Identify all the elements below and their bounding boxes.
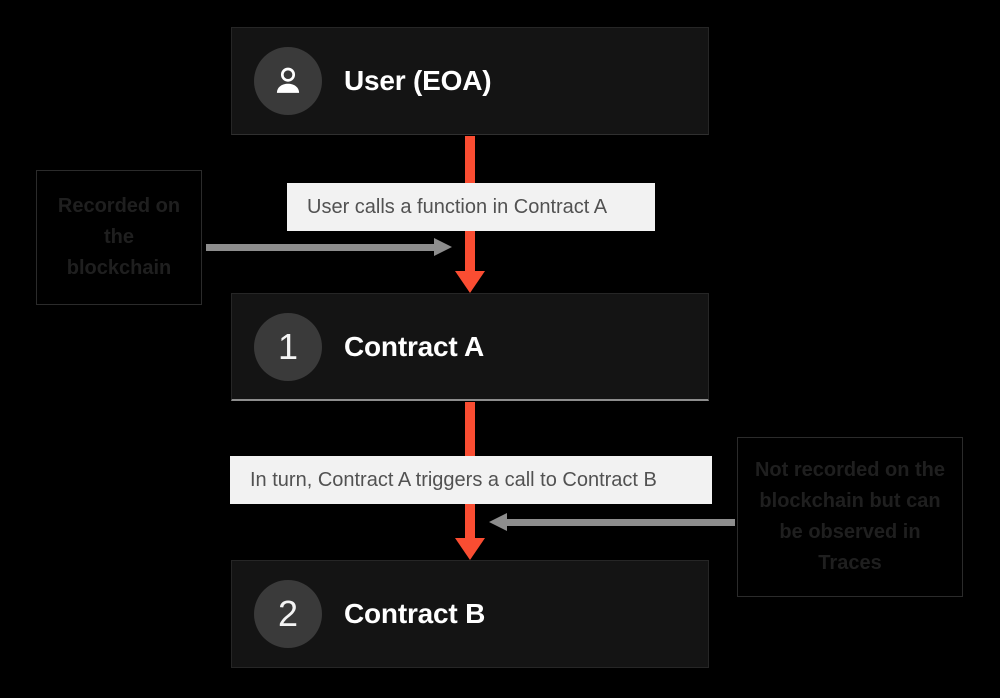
arrowhead-right-icon (434, 238, 452, 256)
node-contract-b[interactable]: 2 Contract B (231, 560, 709, 668)
step-number-badge-2: 2 (254, 580, 322, 648)
node-contract-a-label: Contract A (344, 330, 485, 362)
flow-arrow-contract-a-to-message-2 (455, 402, 485, 456)
message-2-text: In turn, Contract A triggers a call to C… (250, 468, 657, 491)
arrow-shaft (465, 136, 475, 183)
node-contract-b-label: Contract B (344, 598, 486, 629)
arrow-shaft (465, 231, 475, 271)
flow-arrow-message-1-to-contract-a (455, 231, 485, 293)
callout-right-text: Not recorded on the blockchain but can b… (754, 459, 945, 574)
step-number-badge-1: 1 (254, 312, 322, 381)
annotation-arrow-left-icon (489, 513, 735, 531)
flow-arrow-message-2-to-contract-b (455, 504, 485, 560)
callout-left-text: Recorded on the blockchain (57, 195, 181, 279)
arrow-shaft (206, 244, 436, 251)
arrowhead-down-icon (455, 538, 485, 560)
annotation-arrow-right-icon (206, 238, 452, 256)
user-icon (254, 47, 322, 115)
node-contract-a[interactable]: 1 Contract A (231, 293, 709, 401)
arrow-shaft (465, 504, 475, 538)
flow-arrow-user-to-message-1 (455, 136, 485, 183)
arrow-shaft (505, 519, 735, 526)
callout-recorded-on-blockchain: Recorded on the blockchain (36, 170, 202, 305)
message-box-2: In turn, Contract A triggers a call to C… (230, 456, 712, 504)
arrowhead-left-icon (489, 513, 507, 531)
message-box-1: User calls a function in Contract A (287, 183, 655, 231)
message-1-text: User calls a function in Contract A (307, 195, 608, 218)
arrowhead-down-icon (455, 271, 485, 293)
node-user-label: User (EOA) (344, 65, 492, 96)
node-user[interactable]: User (EOA) (231, 27, 709, 135)
arrow-shaft (465, 402, 475, 456)
callout-not-recorded-on-blockchain: Not recorded on the blockchain but can b… (737, 437, 963, 597)
